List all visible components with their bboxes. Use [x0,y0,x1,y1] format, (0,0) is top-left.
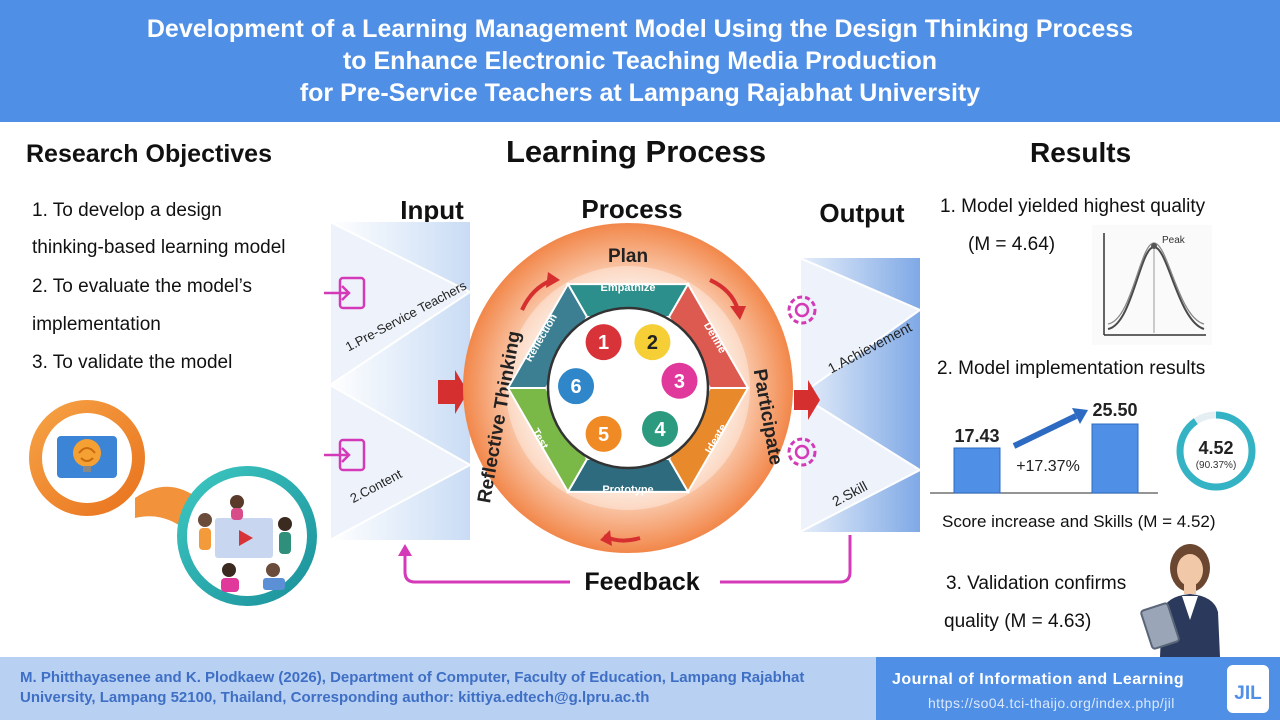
skill-gauge-arc [1176,411,1256,491]
increase-arrow [1012,413,1078,449]
learning-process-diagram: Input 1.Pre-Service Teachers 2.Content O… [324,194,923,598]
step-badge-4: 4 [642,410,679,447]
post-score-label: 25.50 [1092,400,1137,420]
gear-icon [787,437,817,467]
journal-name: Journal of Information and Learning [892,671,1185,688]
result-2-text: 2. Model implementation results [937,358,1206,379]
person-icon [222,563,236,577]
increase-label: +17.37% [1016,458,1080,475]
step-badge-1: 1 [585,324,622,361]
step-number-1: 1 [598,332,609,354]
result-2-caption: Score increase and Skills (M = 4.52) [942,512,1216,531]
arrow-right-icon [438,370,468,414]
tablet-icon [1140,602,1180,650]
title-line-2: to Enhance Electronic Teaching Media Pro… [342,47,938,75]
process-label: Process [581,194,682,224]
score-increase-chart: 17.43 25.50 +17.37% 4.52 (90.37%) [930,400,1256,494]
person-icon [198,513,212,527]
result-3-text: 3. Validation confirms [946,573,1127,594]
face-icon [1177,554,1203,586]
step-badge-6: 6 [558,368,595,405]
gauge-value: 4.52 [1198,438,1233,458]
journal-footer: Journal of Information and Learning http… [876,657,1280,720]
ring-label-plan: Plan [608,246,648,267]
step-circle-6 [558,368,595,405]
gauge-percent: (90.37%) [1196,460,1237,471]
hex-label-prototype: Prototype [602,484,653,496]
step-number-3: 3 [674,371,685,393]
result-1-text: 1. Model yielded highest quality [940,196,1206,217]
feedback-label: Feedback [584,568,699,596]
citation-line-2: University, Lampang 52100, Thailand, Cor… [20,689,650,706]
step-circle-4 [642,410,679,447]
step-badge-3: 3 [661,362,698,399]
gear-icon [787,295,817,325]
objective-line-2: thinking-based learning model [32,237,286,258]
step-number-2: 2 [647,332,658,354]
results-title: Results [1030,137,1132,168]
bar-post-score [1091,423,1139,494]
bar-pre-score [953,447,1001,494]
citation-footer: M. Phitthayasenee and K. Plodkaew (2026)… [0,657,876,720]
result-3-text-2: quality (M = 4.63) [944,611,1092,632]
step-badge-2: 2 [634,324,671,361]
pre-score-label: 17.43 [954,426,999,446]
hex-label-empathize: Empathize [600,282,655,294]
step-number-4: 4 [654,419,666,441]
journal-logo-text: JIL [1234,683,1262,704]
team-illustration [29,400,317,606]
output-label: Output [819,198,905,228]
step-circle-5 [585,415,622,452]
login-icon [324,276,366,310]
objectives-title: Research Objectives [26,140,272,168]
peak-label: Peak [1162,235,1186,246]
objective-line-3: 2. To evaluate the model’s [32,276,253,297]
journal-url[interactable]: https://so04.tci-thaijo.org/index.php/ji… [928,695,1175,711]
step-number-6: 6 [570,376,581,398]
citation-line-1: M. Phitthayasenee and K. Plodkaew (2026)… [20,669,805,686]
login-icon [324,438,366,472]
header-banner: Development of a Learning Management Mod… [0,0,1280,122]
peak-curve-chart: Peak [1092,225,1212,345]
title-line-3: for Pre-Service Teachers at Lampang Raja… [299,79,981,107]
learning-process-title: Learning Process [506,134,767,169]
presenter-illustration [1140,544,1220,657]
arrow-right-icon [794,380,820,420]
step-number-5: 5 [598,424,609,446]
step-badge-5: 5 [585,415,622,452]
input-label: Input [400,195,464,225]
person-icon [230,495,244,509]
objective-line-5: 3. To validate the model [32,352,233,373]
result-1-mean: (M = 4.64) [968,234,1056,255]
hex-segment-reflection [506,282,589,389]
step-circle-3 [661,362,698,399]
journal-logo: JIL [1227,665,1269,713]
peak-point [1151,243,1157,249]
objective-line-4: implementation [32,314,161,335]
title-line-1: Development of a Learning Management Mod… [146,15,1134,43]
play-icon [239,530,253,546]
brain-icon [73,439,101,467]
step-circle-2 [634,324,671,361]
step-circle-1 [585,324,622,361]
person-icon [266,563,280,577]
person-icon [278,517,292,531]
objective-line-1: 1. To develop a design [32,200,222,221]
